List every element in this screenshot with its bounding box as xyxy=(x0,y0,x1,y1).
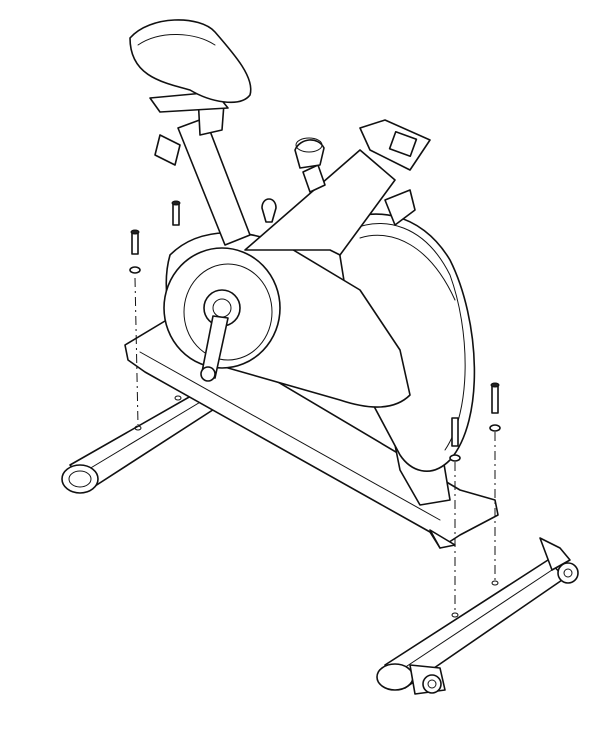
front-end-cap xyxy=(61,464,99,494)
crank-assembly xyxy=(163,247,281,382)
washer-rear-left xyxy=(449,454,461,462)
front-stabilizer xyxy=(61,387,223,494)
rear-bolts xyxy=(449,382,501,618)
washer-rear-right xyxy=(489,424,501,432)
cable-hook xyxy=(261,198,277,223)
seat-assembly xyxy=(129,19,252,246)
bolt-rear-right xyxy=(491,384,499,414)
frame-base-rail xyxy=(124,317,499,549)
transport-wheel-right xyxy=(557,562,579,584)
bolt-front-left xyxy=(131,231,139,255)
front-bolts xyxy=(129,200,182,431)
seat-adjust-knob xyxy=(154,134,181,166)
rear-end-cap xyxy=(376,663,414,691)
bolt-rear-left xyxy=(451,417,459,447)
seat-tube xyxy=(177,117,251,246)
washer-front-left xyxy=(129,266,141,274)
crank-arm xyxy=(201,315,229,379)
rear-stabilizer xyxy=(376,537,579,695)
handlebar-clamp xyxy=(384,189,416,226)
bolt-front-right xyxy=(172,202,180,226)
resistance-knob xyxy=(294,137,326,193)
transport-wheel-left xyxy=(422,674,442,694)
saddle xyxy=(129,19,252,104)
